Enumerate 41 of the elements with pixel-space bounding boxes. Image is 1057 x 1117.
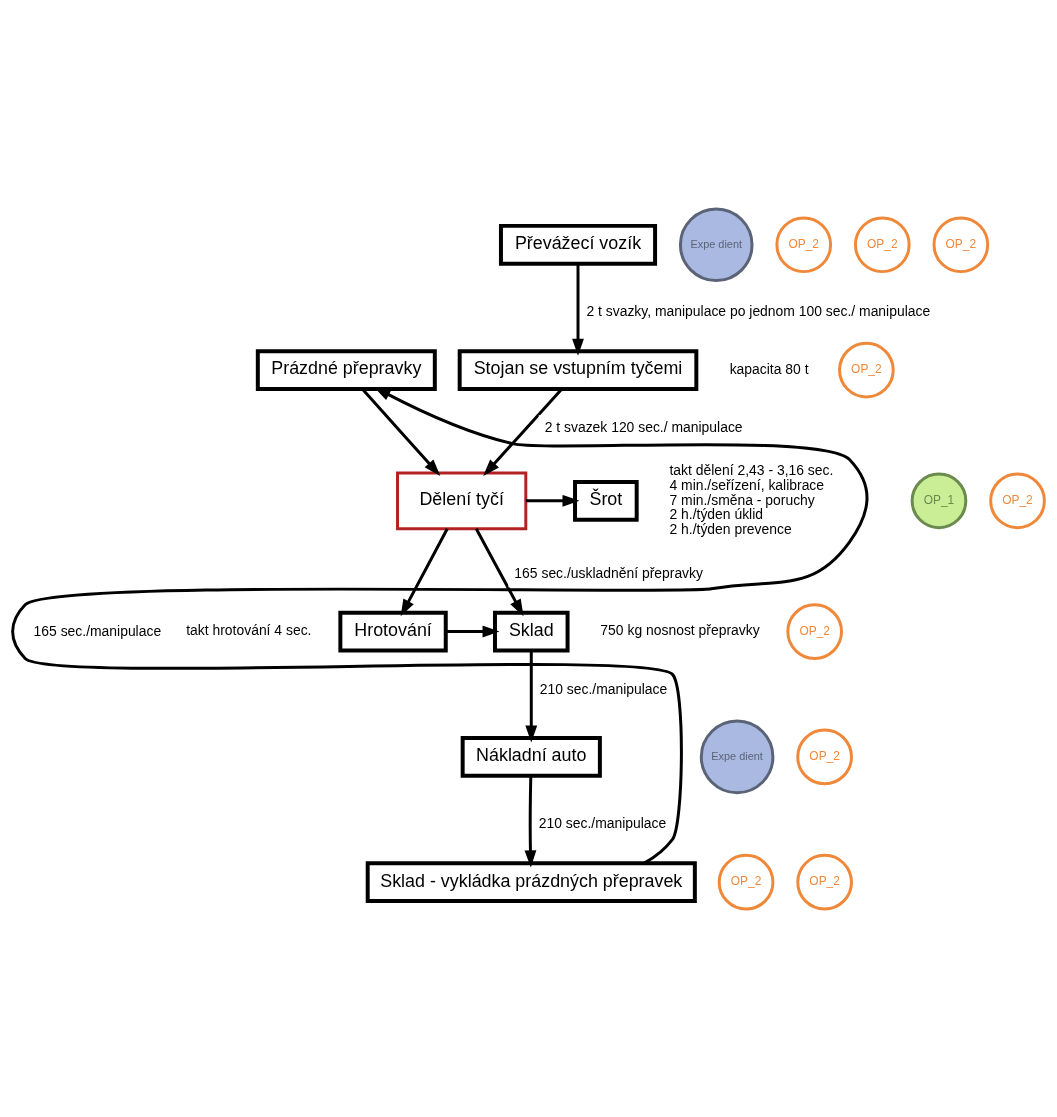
node-box: Převážecí vozík	[498, 223, 658, 266]
edge-label: 2 t svazky, manipulace po jednom 100 sec./ manipulace	[586, 302, 931, 319]
node-circle: OP_2	[796, 853, 853, 910]
arrow	[525, 494, 580, 507]
node-circle: OP_2	[989, 472, 1046, 529]
node-label: takt hrotování 4 sec.	[186, 621, 312, 638]
node-label: takt dělení 2,43 - 3,16 sec.	[669, 461, 834, 478]
node-box: Stojan se vstupním tyčemi	[457, 348, 699, 391]
arrow	[525, 650, 538, 742]
node-box: Sklad - vykládka prázdných přepravek	[365, 860, 697, 903]
edge-label: 165 sec./uskladnění přepravky	[514, 564, 703, 581]
node-box: Prázdné přepravky	[255, 348, 437, 391]
node-circle: OP_2	[717, 853, 775, 910]
arrow	[572, 263, 584, 356]
node-label: kapacita 80 t	[729, 360, 809, 377]
edge-label: 210 sec./manipulace	[538, 814, 667, 831]
node-label: 2 h./týden úklid	[669, 505, 764, 522]
edge-label: 2 t svazek 120 sec./ manipulace	[544, 418, 743, 435]
node-circle: OP_2	[932, 215, 990, 273]
node-circle: OP_2	[853, 215, 911, 273]
node-box: Sklad	[493, 610, 570, 652]
node-box: Dělení tyčí	[396, 471, 528, 530]
arrow	[400, 527, 449, 616]
edge-label: 210 sec./manipulace	[539, 680, 668, 697]
node-circle: OP_2	[796, 728, 853, 785]
node-label: 750 kg nosnost přepravky	[600, 621, 760, 638]
arrow	[445, 625, 500, 638]
arrow	[524, 775, 537, 867]
node-circle: OP_2	[838, 341, 895, 398]
node-box: Hrotování	[338, 610, 448, 652]
edge-label: 165 sec./manipulace	[33, 622, 162, 639]
node-circle: OP_2	[786, 602, 843, 660]
node-circle: Expe dient	[699, 719, 775, 794]
node-label: 4 min./seřízení, kalibrace	[669, 476, 825, 493]
node-circle: Expe dient	[678, 207, 754, 282]
arrow	[474, 527, 524, 616]
node-circle: OP_2	[775, 215, 833, 273]
node-box: Nákladní auto	[460, 735, 602, 778]
node-circle: OP_1	[910, 472, 968, 529]
node-box: Šrot	[573, 479, 639, 522]
node-label: 7 min./směna - poruchy	[669, 491, 815, 508]
